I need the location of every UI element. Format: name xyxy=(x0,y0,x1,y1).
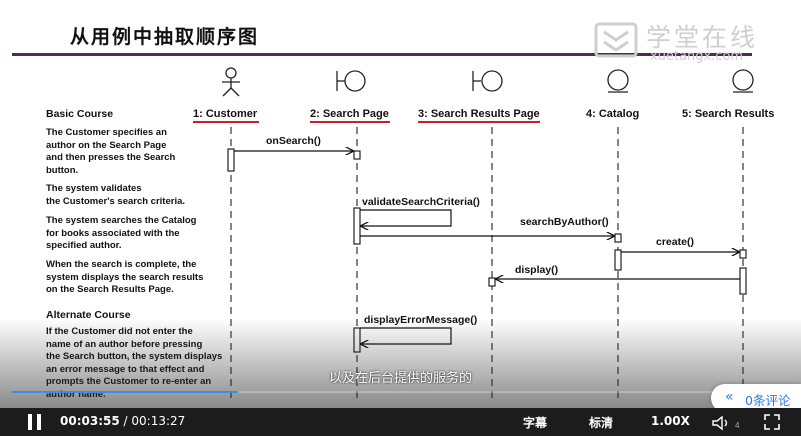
basic-course-step-1: The Customer specifies an author on the … xyxy=(46,127,176,176)
boundary-icon xyxy=(336,70,366,92)
watermark-logo-icon xyxy=(594,22,638,58)
quality-button[interactable]: 标清 xyxy=(589,416,614,430)
pause-icon[interactable] xyxy=(28,414,42,430)
watermark: 学堂在线 xuetangx.com xyxy=(594,18,764,70)
speed-button[interactable]: 1.00X xyxy=(651,414,690,428)
boundary-icon xyxy=(472,70,503,92)
comments-button[interactable]: « 0条评论 xyxy=(711,384,801,412)
progress-bar[interactable] xyxy=(12,391,788,393)
captions-button[interactable]: 字幕 xyxy=(523,416,548,430)
activation-bars xyxy=(227,148,747,353)
watermark-cn: 学堂在线 xyxy=(646,23,759,52)
alternate-course-step-1: If the Customer did not enter the name o… xyxy=(46,326,223,400)
object-label-search-results: 5: Search Results xyxy=(682,108,774,120)
video-frame[interactable]: 从用例中抽取顺序图 学堂在线 xuetangx.com xyxy=(0,0,801,408)
object-label-search-results-page: 3: Search Results Page xyxy=(418,108,540,120)
message-search-by-author: searchByAuthor() xyxy=(520,216,609,228)
volume-icon[interactable] xyxy=(711,415,731,431)
current-time: 00:03:55 xyxy=(60,414,120,428)
double-chevron-left-icon: « xyxy=(725,389,734,405)
basic-course-step-4: When the search is complete, the system … xyxy=(46,259,204,295)
watermark-en: xuetangx.com xyxy=(650,49,744,64)
message-create: create() xyxy=(656,236,694,248)
basic-course-step-2: The system validates the Customer's sear… xyxy=(46,183,186,207)
comments-label: 0条评论 xyxy=(745,393,791,408)
actor-icon xyxy=(222,67,240,97)
message-validate-search-criteria: validateSearchCriteria() xyxy=(362,196,480,208)
alternate-course-heading: Alternate Course xyxy=(46,309,131,321)
player-control-bar: 00:03:55 / 00:13:27 字幕 标清 1.00X 4 xyxy=(0,408,801,436)
object-label-search-page: 2: Search Page xyxy=(310,108,389,120)
object-label-catalog: 4: Catalog xyxy=(586,108,639,120)
basic-course-heading: Basic Course xyxy=(46,108,114,120)
message-display: display() xyxy=(515,264,558,276)
basic-course-step-3: The system searches the Catalog for book… xyxy=(46,215,197,251)
total-time: 00:13:27 xyxy=(131,414,186,428)
time-separator: / xyxy=(119,414,132,428)
entity-icon xyxy=(607,69,629,93)
object-label-customer: 1: Customer xyxy=(193,108,258,120)
video-subtitle: 以及在后台提供的服务的 xyxy=(328,371,472,386)
fullscreen-icon[interactable] xyxy=(764,414,780,430)
lifelines xyxy=(230,127,744,400)
message-on-search: onSearch() xyxy=(266,135,321,147)
message-display-error-message: displayErrorMessage() xyxy=(364,314,477,326)
title-rule xyxy=(12,53,752,56)
entity-icon xyxy=(732,69,754,93)
time-display: 00:03:55 / 00:13:27 xyxy=(60,414,185,428)
progress-fill xyxy=(12,391,238,393)
volume-level: 4 xyxy=(735,421,740,430)
slide-title: 从用例中抽取顺序图 xyxy=(70,26,260,48)
